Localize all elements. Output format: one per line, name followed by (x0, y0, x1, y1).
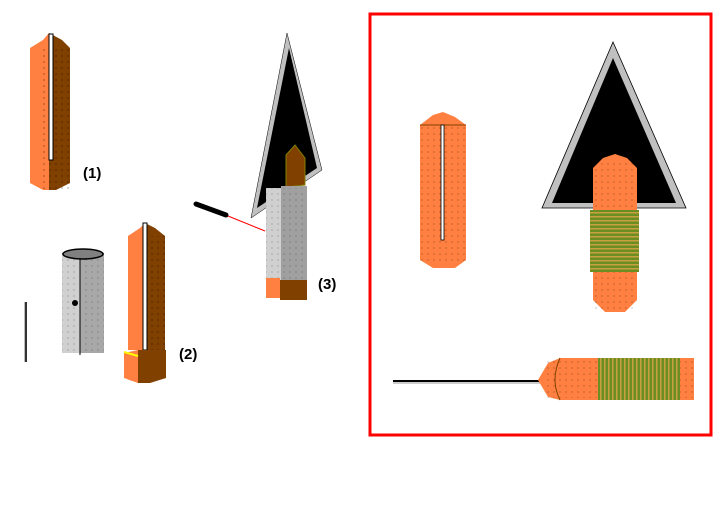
sinew-binding (590, 210, 639, 272)
step-2-label: (2) (179, 346, 198, 363)
pin-inserting (193, 201, 229, 218)
shaft-slotted-step1 (30, 33, 70, 190)
detail-shaft-slotted (420, 112, 466, 268)
pin-hole-icon (72, 300, 78, 306)
shaft-with-collar-step2 (123, 222, 166, 383)
arrowhead-assembled-step3 (193, 32, 323, 300)
metal-sleeve (62, 248, 104, 355)
step-3-label: (3) (318, 276, 337, 293)
step-1-label: (1) (83, 165, 102, 182)
sinew-binding-horizontal (598, 358, 680, 400)
detail-highlight-box (368, 12, 713, 437)
detail-horizontal-shaft (393, 357, 694, 401)
pin (24, 302, 27, 362)
detail-bound-arrowhead (541, 40, 687, 312)
